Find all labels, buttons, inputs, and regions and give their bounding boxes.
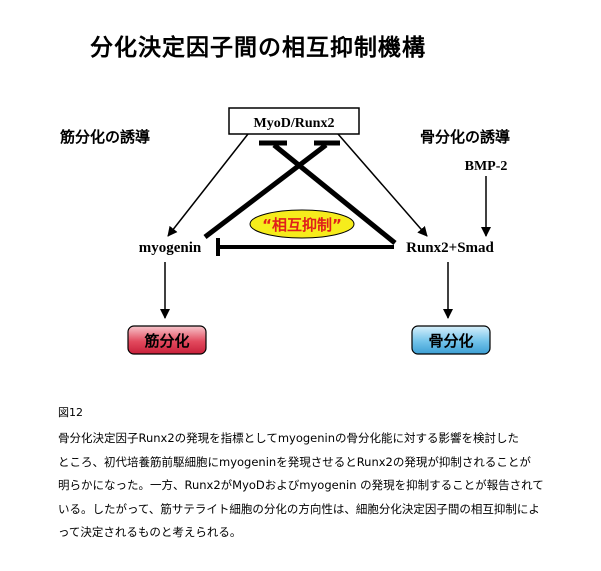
mutual-inhibition-label: “相互抑制” bbox=[262, 216, 342, 234]
runx2-smad-node: Runx2+Smad bbox=[406, 240, 494, 256]
muscle-differentiation-box bbox=[127, 325, 207, 355]
bone-differentiation-box bbox=[411, 325, 491, 355]
figure-caption: 骨分化決定因子Runx2の発現を指標としてmyogeninの骨分化能に対する影響… bbox=[58, 427, 548, 545]
arrow-to-runx2-smad bbox=[337, 133, 428, 237]
page-title: 分化決定因子間の相互抑制機構 bbox=[90, 35, 426, 61]
bone-induction-heading: 骨分化の誘導 bbox=[420, 128, 510, 146]
caption-line: いる。したがって、筋サテライト細胞の分化の方向性は、細胞分化決定因子間の相互抑制… bbox=[58, 501, 540, 516]
muscle-induction-heading: 筋分化の誘導 bbox=[59, 128, 150, 146]
arrow-to-myogenin bbox=[167, 133, 249, 237]
figure-label: 図12 bbox=[58, 406, 83, 419]
inhibition-myogenin-to-top bbox=[203, 143, 328, 239]
myod-runx2-label: MyoD/Runx2 bbox=[254, 116, 335, 131]
inhibition-runx2-to-top bbox=[272, 143, 397, 245]
caption-line: 明らかになった。一方、Runx2がMyoDおよびmyogenin の発現を抑制す… bbox=[58, 478, 544, 492]
myogenin-node: myogenin bbox=[139, 240, 202, 256]
caption-line: 骨分化決定因子Runx2の発現を指標としてmyogeninの骨分化能に対する影響… bbox=[58, 431, 520, 445]
mutual-inhibition-oval bbox=[249, 209, 355, 239]
mutual-inhibition-diagram: MyoD/Runx2 筋分化の誘導 骨分化の誘導 BMP-2 “相互抑制” my… bbox=[59, 107, 510, 355]
bone-differentiation-label: 骨分化 bbox=[428, 332, 473, 350]
caption-line: って決定されるものと考えられる。 bbox=[58, 525, 242, 539]
muscle-differentiation-label: 筋分化 bbox=[143, 332, 189, 350]
myod-runx2-box bbox=[228, 107, 360, 135]
bmp2-label: BMP-2 bbox=[465, 159, 508, 174]
caption-line: ところ、初代培養筋前駆細胞にmyogeninを発現させるとRunx2の発現が抑制… bbox=[58, 454, 531, 469]
